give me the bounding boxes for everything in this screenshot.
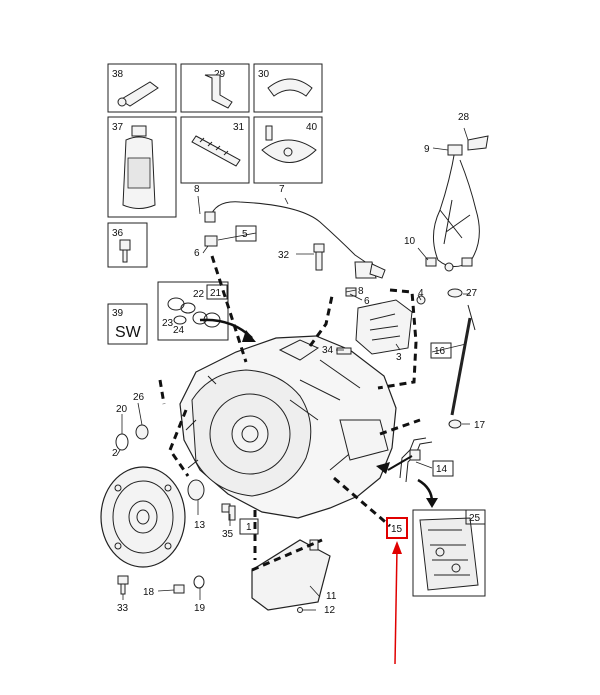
- inset-label-39: 39: [112, 308, 124, 319]
- boxed-label-21: 21: [206, 284, 228, 300]
- label-22: 22: [193, 289, 205, 300]
- label-13: 13: [194, 520, 206, 531]
- highlighted-label-15: 15: [386, 517, 408, 539]
- arrows: [199, 318, 438, 508]
- sensor-cable: [204, 201, 386, 279]
- label-27: 27: [466, 288, 478, 299]
- part-number-label: 25: [469, 513, 481, 524]
- sensor-32: [313, 243, 325, 271]
- label-6-upper: 6: [194, 248, 200, 259]
- torque-converter: [100, 466, 186, 568]
- cooler-pipes: [399, 437, 433, 483]
- leader-lines: [116, 127, 470, 611]
- control-valve-3: [345, 287, 426, 355]
- label-6-lower: 6: [364, 296, 370, 307]
- inset-label-36: 36: [112, 228, 124, 239]
- seals: [115, 424, 231, 513]
- label-9: 9: [424, 144, 430, 155]
- dipstick: [447, 288, 476, 429]
- inset-box-36: 36: [107, 222, 148, 268]
- oil-pan: [251, 539, 331, 613]
- inset-box-40: 40: [253, 116, 323, 184]
- label-28: 28: [458, 112, 470, 123]
- label-32: 32: [278, 250, 290, 261]
- label-20: 20: [116, 404, 128, 415]
- dashed-leaders: [158, 255, 421, 572]
- small-fasteners: [117, 505, 236, 595]
- valve-body-25: [412, 509, 486, 597]
- part-number-label: 16: [434, 346, 446, 357]
- boxed-label-14: 14: [432, 460, 454, 477]
- label-10: 10: [404, 236, 416, 247]
- part-number-label: 14: [436, 464, 448, 475]
- label-33: 33: [117, 603, 129, 614]
- inset-box-30: 30: [253, 63, 323, 113]
- inset-label-38: 38: [112, 69, 124, 80]
- inset-box-39: 39 SW: [107, 303, 148, 345]
- label-18: 18: [143, 587, 155, 598]
- label-23: 23: [162, 318, 174, 329]
- label-2: 2: [112, 448, 118, 459]
- part-number-label: 5: [242, 229, 248, 240]
- label-3: 3: [396, 352, 402, 363]
- part-number-label: 1: [246, 522, 252, 533]
- label-35: 35: [222, 529, 234, 540]
- label-12: 12: [324, 605, 336, 616]
- inset-label-31: 31: [233, 122, 245, 133]
- inset-label-30: 30: [258, 69, 270, 80]
- boxed-label-5: 5: [235, 225, 257, 242]
- transmission-housing: [179, 335, 397, 519]
- part-number-label: 15: [391, 524, 403, 535]
- boxed-label-16: 16: [430, 342, 452, 359]
- label-17: 17: [474, 420, 486, 431]
- label-11: 11: [326, 591, 337, 602]
- label-34: 34: [322, 345, 334, 356]
- part-number-label: 21: [210, 288, 222, 299]
- boxed-label-1: 1: [239, 518, 259, 535]
- inset-box-29: 29: [180, 63, 250, 113]
- label-19: 19: [194, 603, 206, 614]
- inset-box-31: 31: [180, 116, 250, 184]
- red-pointer-arrow: [392, 541, 402, 665]
- inset-label-37: 37: [112, 122, 124, 133]
- inset-label-40: 40: [306, 122, 318, 133]
- label-4: 4: [418, 288, 424, 299]
- label-26: 26: [133, 392, 145, 403]
- inset-text-sw: SW: [115, 324, 142, 341]
- inset-box-38: 38: [107, 63, 177, 113]
- inset-box-37: 37: [107, 116, 177, 218]
- label-8-upper: 8: [194, 184, 200, 195]
- label-24: 24: [173, 325, 185, 336]
- label-7: 7: [279, 184, 285, 195]
- boxed-label-25: 25: [465, 509, 486, 525]
- wiring-harness: [425, 135, 489, 272]
- label-8-lower: 8: [358, 286, 364, 297]
